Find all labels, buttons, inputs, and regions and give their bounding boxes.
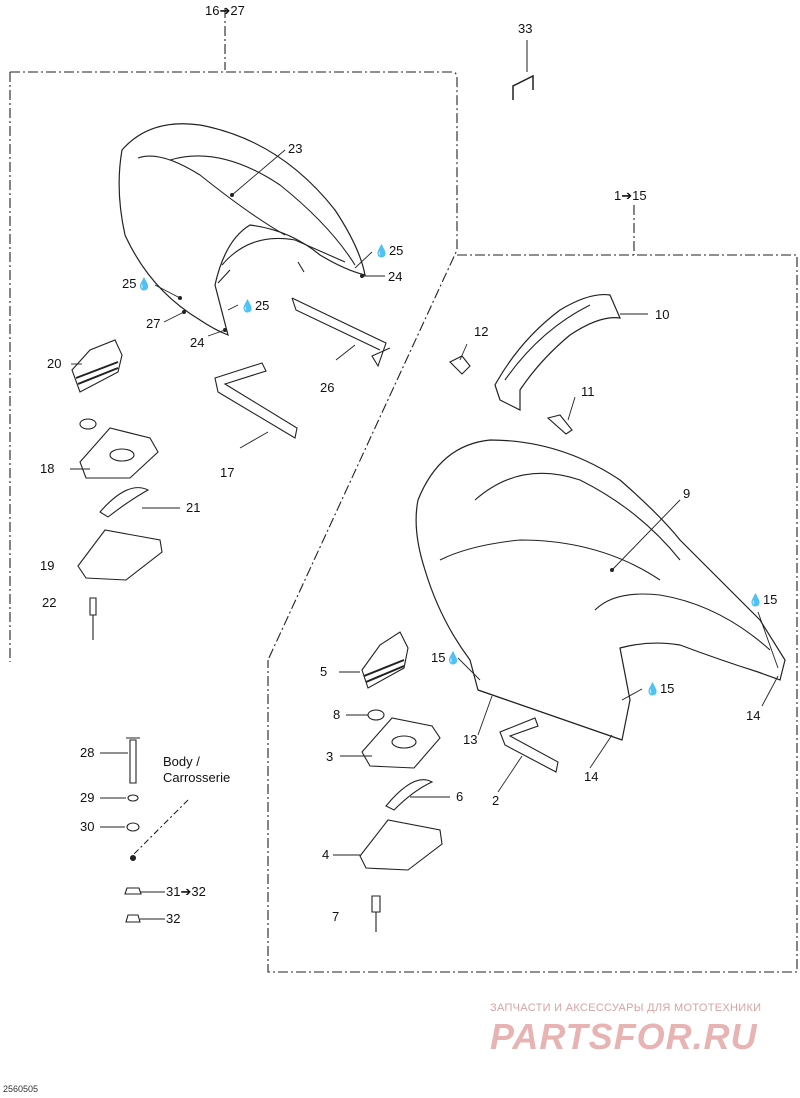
- group-label-left: 16➔27: [205, 3, 245, 18]
- washer-30: [126, 822, 140, 832]
- drop-icon: 💧: [445, 651, 461, 665]
- washer-8: [367, 709, 385, 721]
- callout-19: 19: [40, 558, 55, 573]
- key-2: [499, 717, 559, 773]
- strap-26: [291, 297, 391, 368]
- drawing-code: 2560505: [3, 1084, 39, 1094]
- callout-33: 33: [518, 21, 533, 36]
- rear-seat-cover: [118, 123, 366, 336]
- washer-29: [127, 794, 139, 802]
- base-18: [79, 427, 159, 479]
- main-seat: [415, 439, 786, 741]
- leader-lines: [70, 149, 779, 920]
- body-label: Body / Carrosserie: [163, 754, 231, 785]
- drop-icon: 💧: [748, 593, 763, 607]
- rivet-22: [89, 597, 97, 640]
- callout-10: 10: [655, 307, 670, 322]
- callout-3: 3: [326, 749, 334, 764]
- callout-6: 6: [456, 789, 464, 804]
- watermark-tagline: ЗАПЧАСТИ И АКСЕССУАРЫ ДЛЯ МОТОТЕХНИКИ: [490, 1002, 762, 1014]
- callout-32: 32: [166, 911, 181, 926]
- callout-9: 9: [683, 486, 691, 501]
- callout-22: 22: [42, 595, 57, 610]
- drop-icon: 💧: [136, 277, 152, 291]
- callout-8: 8: [333, 707, 341, 722]
- callout-21: 21: [186, 500, 201, 515]
- grab-handle: [494, 293, 621, 411]
- base-4: [359, 819, 443, 871]
- right-group-frame: [267, 205, 798, 973]
- callout-15-mid: 💧15: [645, 681, 675, 697]
- washer-18: [79, 418, 97, 430]
- bolt-12: [449, 355, 471, 375]
- callout-18: 18: [40, 461, 55, 476]
- spring-21: [99, 487, 150, 518]
- callout-29: 29: [80, 790, 95, 805]
- callout-14-bottom: 14: [584, 769, 599, 784]
- callout-25-left: 25💧: [122, 276, 152, 292]
- nut-32: [125, 914, 141, 923]
- key-17: [214, 362, 298, 439]
- latch-20: [71, 339, 123, 393]
- base-3: [361, 717, 441, 769]
- callout-25-mid: 💧25: [240, 298, 270, 314]
- spring-6: [385, 779, 434, 811]
- drop-icon: 💧: [374, 244, 389, 258]
- screw-11: [546, 414, 573, 435]
- callout-5: 5: [320, 664, 328, 679]
- callout-30: 30: [80, 819, 95, 834]
- callout-11: 11: [581, 384, 595, 399]
- watermark-brand: PARTSFOR.RU: [490, 1016, 758, 1057]
- drop-icon: 💧: [645, 682, 660, 696]
- drop-icon: 💧: [240, 299, 255, 313]
- callout-15-right: 💧15: [748, 592, 778, 608]
- callout-2: 2: [492, 793, 500, 808]
- callout-24-top: 24: [388, 269, 403, 284]
- callout-20: 20: [47, 356, 62, 371]
- callout-12: 12: [474, 324, 489, 339]
- callout-13: 13: [463, 732, 478, 747]
- callout-27: 27: [146, 316, 161, 331]
- callout-15-left: 15💧: [431, 650, 461, 666]
- callout-4: 4: [322, 847, 330, 862]
- clip-33: [512, 74, 534, 100]
- nut-31: [124, 887, 142, 895]
- screw-28: [126, 737, 140, 784]
- callout-23: 23: [288, 141, 303, 156]
- base-19: [77, 529, 163, 581]
- rivet-7: [371, 895, 381, 932]
- left-group-frame: [9, 8, 458, 662]
- callout-17: 17: [220, 465, 235, 480]
- latch-5: [361, 631, 409, 689]
- group-label-right: 1➔15: [614, 188, 647, 203]
- callout-14-right: 14: [746, 708, 761, 723]
- leader-dots: [178, 193, 614, 572]
- callout-31-32: 31➔32: [166, 884, 206, 899]
- callout-7: 7: [332, 909, 340, 924]
- callout-24-bottom: 24: [190, 335, 205, 350]
- callout-28: 28: [80, 745, 95, 760]
- callout-26: 26: [320, 380, 335, 395]
- callout-25-top: 💧25: [374, 243, 404, 259]
